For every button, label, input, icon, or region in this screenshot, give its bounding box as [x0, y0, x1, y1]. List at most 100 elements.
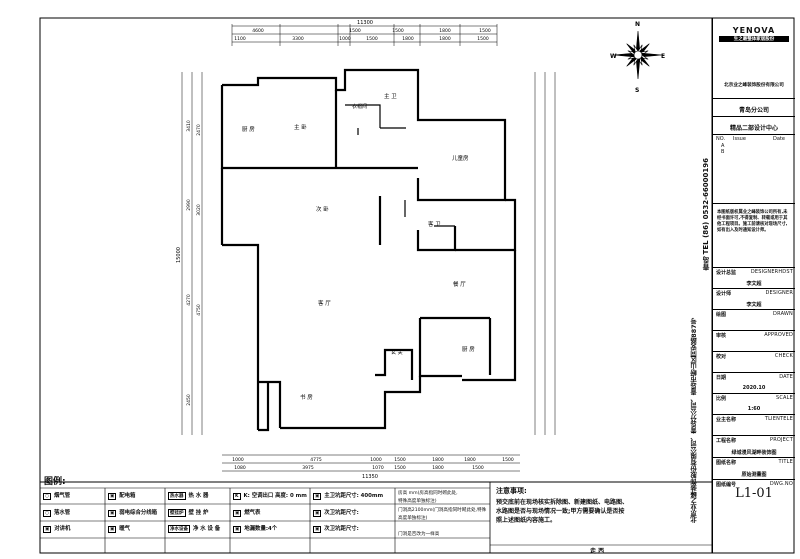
room-kitchen-top: 厨 房 [242, 125, 255, 133]
dim-left2-2: 4750 [196, 304, 202, 316]
legend-label: 弱电综合分线箱 [119, 509, 158, 516]
dim-bottom-overall: 11350 [362, 474, 378, 480]
brand-cn: 生之最整体家居股份 [719, 36, 789, 42]
dim-left-3: 2450 [186, 394, 192, 406]
right-dimensions [534, 72, 556, 435]
dim-bot-r1-1: 4775 [310, 457, 322, 463]
tb-row-cn: 校对 [716, 354, 727, 360]
dim-bot-r1-2: 1000 [370, 457, 382, 463]
legend-item: ▣对讲机 [43, 524, 102, 533]
dim-left2-1: 3020 [196, 204, 202, 216]
legend-footer: 走 西 [590, 548, 605, 555]
brand-logo: YENOVA 生之最整体家居股份 [713, 26, 795, 42]
room-cloakroom: 衣帽间 [352, 103, 367, 110]
dim-bot-r1-4: 1800 [432, 457, 444, 463]
legend-label: 配电箱 [119, 493, 136, 499]
compass-west: W [610, 53, 617, 60]
notes-body: 预交底前在现场核实拆除图、新建图纸、电路图、 水路图是否与现场情况一致;甲方需要… [496, 498, 708, 525]
tb-row-value: 2020.10 [742, 385, 766, 391]
tb-row-cn: 业主名称 [716, 417, 737, 423]
dim-top-r2-1: 3300 [292, 36, 304, 42]
room-master-bed: 主 卧 [294, 123, 307, 131]
tb-row-value: 绿城漫风湖畔装饰图 [731, 450, 777, 456]
legend-label: 热 水 器 [188, 493, 209, 499]
legend-symbol-icon: ▣ [43, 526, 52, 533]
dept-name: 精品二部设计中心 [729, 125, 778, 132]
vertical-address: 北京业之峰装饰股份有限公司、青岛分公司、青岛市崂山区同安路887号 [690, 318, 698, 524]
room-kids: 儿童房 [452, 154, 469, 162]
dim-top-r2-0: 1100 [234, 36, 246, 42]
dim-left2-0: 2470 [196, 124, 202, 136]
house-notes: 房高 mm(房高指同时砌此处, 特殊高度单独标注) 门洞高2100mm(门洞高指… [398, 490, 490, 539]
tb-row-value: 1:60 [747, 406, 761, 412]
legend-label: 次卫坑距尺寸: [324, 509, 359, 516]
tb-row-en: DATE [779, 374, 793, 380]
tb-row-en: APPROVED [764, 332, 793, 338]
house-note-4: 门洞是否改为一样高 [398, 532, 440, 537]
dim-left-0: 3410 [186, 120, 192, 132]
tb-row-value: 李文超 [746, 302, 762, 308]
dim-bot-r2-3: 1500 [394, 465, 406, 471]
legend-label: 对讲机 [54, 526, 71, 532]
tb-row-en: DESIGNER [765, 290, 793, 296]
bottom-dimensions [222, 454, 520, 472]
legend-label: K: 空调出口 高度: 0 mm [243, 493, 307, 499]
legend-symbol-icon: ▣ [313, 509, 322, 517]
tb-row-cn: 图纸名称 [716, 460, 737, 466]
dim-top-r1-0: 4600 [252, 28, 264, 34]
legend-symbol-icon: 热水器 [168, 492, 186, 500]
legend-item: ▣暖气 [108, 524, 162, 533]
floor-plan-walls [220, 68, 517, 432]
tb-row-cn: 工程名称 [716, 438, 737, 444]
title-block: YENOVA 生之最整体家居股份 北京业之峰装饰股份有限公司 青岛分公司 精品二… [690, 18, 795, 553]
tb-row-value: 李文超 [746, 281, 762, 287]
dim-left-overall: 15000 [176, 247, 182, 263]
tb-row-value: L1-01 [735, 486, 773, 501]
tb-row-en: CHECK [774, 353, 793, 359]
legend-item: ▣弱电综合分线箱 [108, 508, 162, 517]
legend-item: ▣配电箱 [108, 491, 162, 500]
interior-walls [345, 104, 455, 227]
revision-table: NO. Issue Date A B [713, 134, 795, 156]
legend-symbol-icon: K [233, 493, 241, 500]
dim-top-r1-2: 1500 [392, 28, 404, 34]
rev-a: A [721, 143, 725, 149]
compass-icon [613, 30, 663, 80]
legend-label: 主卫坑距尺寸: 400mm [324, 493, 384, 499]
dim-left-1: 2990 [186, 199, 192, 211]
tb-row-cn: 图纸编号 [716, 482, 737, 488]
dim-top-overall: 11300 [357, 20, 373, 26]
tb-row-cn: 设计总监 [716, 270, 737, 276]
legend-symbol-icon: ▣ [108, 493, 117, 500]
notice-text: 本图纸版权属业之峰装饰公司所有,未经书面许可,不得复制、转载或用于其他工程项目。… [717, 210, 788, 233]
legend-symbol-icon: ○ [43, 509, 51, 517]
rev-issue: Issue [733, 136, 746, 142]
vertical-phone: 青岛 TEL (86) 0532-66000196 [702, 158, 710, 271]
tb-row-cn: 绘图 [716, 312, 727, 318]
legend-label: 净 水 设 备 [193, 526, 221, 532]
legend-title: 图例: [44, 477, 66, 487]
legend-symbol-icon: 净水设备 [168, 525, 190, 533]
dim-top-r1-3: 1800 [439, 28, 451, 34]
legend-symbol-icon: ▣ [233, 509, 242, 517]
dim-top-r2-6: 1500 [477, 36, 489, 42]
room-study: 书 房 [300, 393, 313, 401]
legend-item: 热水器热 水 器 [168, 491, 227, 500]
left-dimensions [181, 72, 203, 435]
tb-row-cn: 比例 [716, 396, 727, 402]
dim-top-r2-5: 1800 [439, 36, 451, 42]
top-dimensions [231, 24, 498, 46]
dim-top-r2-4: 1800 [402, 36, 414, 42]
tb-row-en: TITLE [778, 459, 793, 465]
note-line-3: 照上述图纸内容施工。 [496, 517, 557, 524]
legend-item: ○烟气管 [43, 491, 102, 500]
